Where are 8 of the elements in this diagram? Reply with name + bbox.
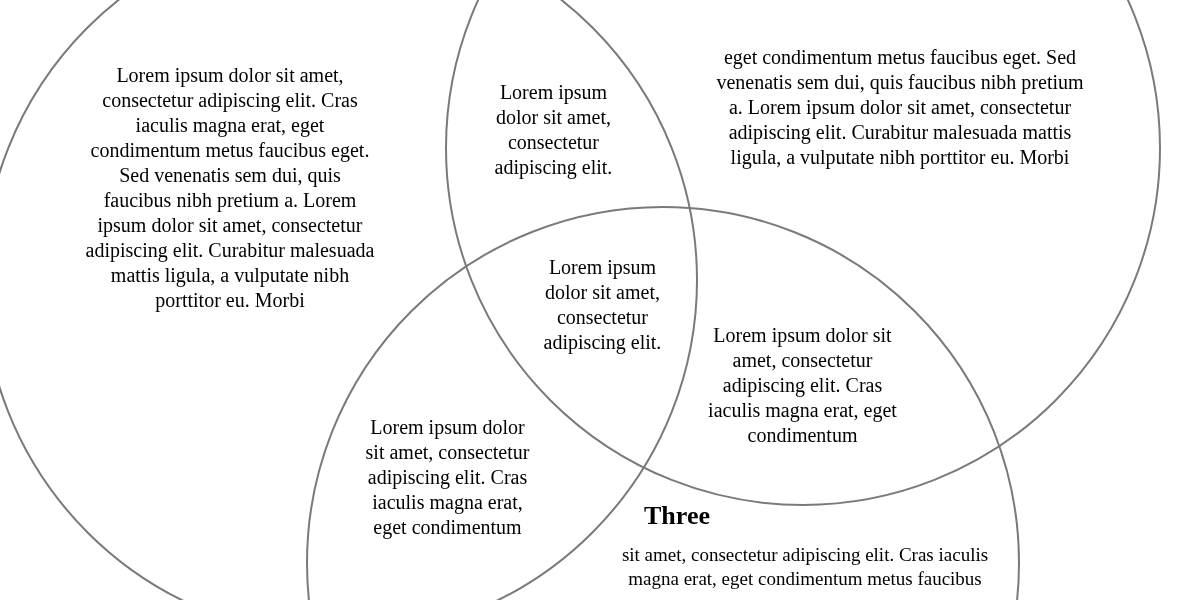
overlap-text: Lorem ipsum dolor sit amet, consectetur adipiscing elit. Cras iaculis magna erat, eget condimentum [707,322,898,448]
circle-heading: Three [643,499,711,531]
overlap-text: Lorem ipsum dolor sit amet, consectetur adipiscing elit. [493,79,614,180]
overlap-text: Lorem ipsum dolor sit amet, consectetur adipiscing elit. [542,255,663,355]
circle-text: Lorem ipsum dolor sit amet, consectetur adipiscing elit. Cras iaculis magna erat, eget condimentum metus faucibus eget. Sed venenatis sem dui, quis faucibus nibh pretium a. Lorem ipsum dolor sit amet, consectetur adipiscing elit. Curabitur malesuada mattis ligula, a vulputate nibh porttitor eu. Morbi [85,62,375,313]
overlap-text: Lorem ipsum dolor sit amet, consectetur adipiscing elit. Cras iaculis magna erat, eget condimentum [365,415,530,540]
circle-text: sit amet, consectetur adipiscing elit. Cras iaculis magna erat, eget condimentum metus faucibus [620,543,990,591]
circle-text: eget condimentum metus faucibus eget. Sed venenatis sem dui, quis faucibus nibh pretium a. Lorem ipsum dolor sit amet, consectetur adipiscing elit. Curabitur malesuada mattis ligula, a vulputate nibh porttitor eu. Morbi [715,44,1085,170]
